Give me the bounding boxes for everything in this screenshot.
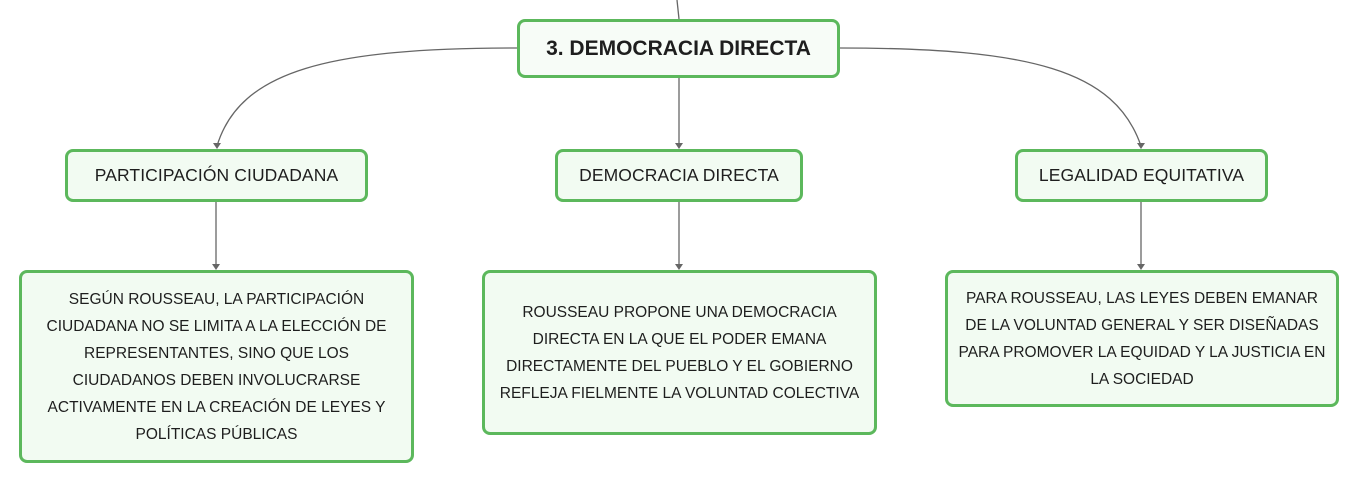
branch-node-participacion-ciudadana[interactable]: PARTICIPACIÓN CIUDADANA [65,149,368,202]
arrowhead-center [675,143,683,149]
arrowhead-right [1137,143,1145,149]
connector-root-left [216,47,518,147]
detail-node-text: PARA ROUSSEAU, LAS LEYES DEBEN EMANAR DE… [958,289,1326,388]
detail-node-democracia-directa[interactable]: ROUSSEAU PROPONE UNA DEMOCRACIA DIRECTA … [482,270,877,435]
arrowhead-center-detail [675,264,683,270]
arrowhead-left [213,143,221,149]
detail-node-legalidad-equitativa[interactable]: PARA ROUSSEAU, LAS LEYES DEBEN EMANAR DE… [945,270,1339,407]
detail-node-text: ROUSSEAU PROPONE UNA DEMOCRACIA DIRECTA … [499,303,860,402]
root-node-label: 3. DEMOCRACIA DIRECTA [546,36,811,60]
branch-node-legalidad-equitativa[interactable]: LEGALIDAD EQUITATIVA [1015,149,1268,202]
detail-node-participacion-ciudadana[interactable]: SEGÚN ROUSSEAU, LA PARTICIPACIÓN CIUDADA… [19,270,414,463]
connector-parent [676,0,680,20]
root-node[interactable]: 3. DEMOCRACIA DIRECTA [517,19,840,78]
arrowhead-left-detail [212,264,220,270]
branch-node-label: DEMOCRACIA DIRECTA [579,165,779,185]
arrowhead-right-detail [1137,264,1145,270]
branch-node-label: PARTICIPACIÓN CIUDADANA [94,165,339,185]
branch-node-label: LEGALIDAD EQUITATIVA [1038,165,1245,185]
detail-node-text: SEGÚN ROUSSEAU, LA PARTICIPACIÓN CIUDADA… [46,290,387,443]
connector-root-right [839,47,1142,147]
branch-node-democracia-directa[interactable]: DEMOCRACIA DIRECTA [555,149,803,202]
